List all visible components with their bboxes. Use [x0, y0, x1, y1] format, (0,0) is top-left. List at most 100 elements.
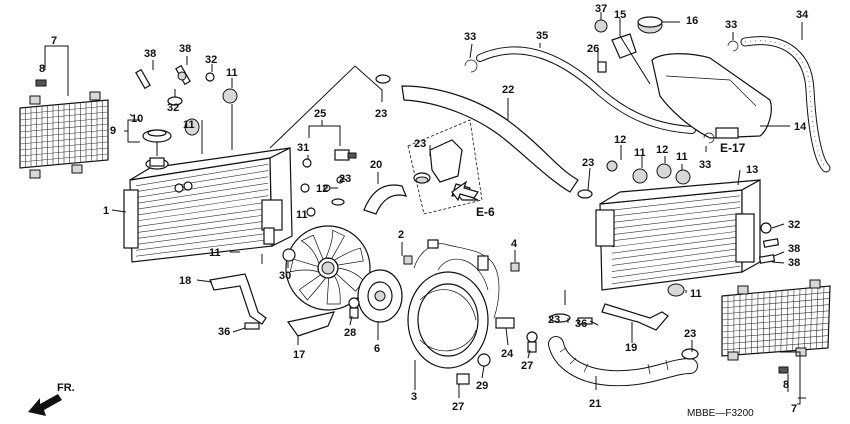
- grille-mesh-line: [19, 111, 109, 121]
- callout-32: 32: [205, 54, 217, 66]
- radiator-fin: [611, 201, 741, 217]
- fan-motor: [357, 269, 403, 323]
- callout-33: 33: [464, 31, 476, 43]
- grille-mesh-line: [721, 341, 829, 351]
- grille-mesh-line: [721, 316, 830, 327]
- callout-38: 38: [788, 257, 800, 269]
- stay-18: [209, 273, 267, 325]
- callout-6: 6: [374, 343, 380, 355]
- grille-mesh-line: [19, 147, 109, 157]
- callout-15: 15: [614, 9, 626, 21]
- radiator-fin: [135, 214, 269, 234]
- fan-blade: [333, 247, 364, 266]
- diagram-code: MBBE—F3200: [687, 408, 754, 419]
- callout-32: 32: [167, 102, 179, 114]
- callout-25: 25: [314, 108, 326, 120]
- grille-mesh-line: [721, 310, 830, 321]
- callout-27: 27: [521, 360, 533, 372]
- callout-7: 7: [791, 403, 797, 415]
- grille-mesh-line: [721, 304, 830, 315]
- radiator-fin: [135, 226, 269, 245]
- callout-23: 23: [684, 328, 696, 340]
- callout-4: 4: [511, 238, 518, 250]
- radiator-fin: [611, 242, 741, 260]
- radiator-fin: [135, 239, 269, 257]
- stay-19: [601, 303, 669, 331]
- callout-11: 11: [634, 147, 646, 159]
- right-radiator-grille: [721, 279, 831, 361]
- grille-mesh-line: [19, 153, 109, 163]
- grille-mesh-line: [19, 129, 109, 139]
- grille-mesh-line: [19, 123, 109, 133]
- ref-e6: E-6: [476, 205, 495, 219]
- grille-mesh-line: [721, 291, 830, 303]
- callout-34: 34: [796, 9, 809, 21]
- callout-7: 7: [51, 35, 57, 47]
- callout-32: 32: [788, 219, 800, 231]
- grille-mesh-line: [721, 298, 830, 309]
- fan-blade: [300, 234, 324, 265]
- radiator-fin: [611, 195, 741, 211]
- radiator-fin: [611, 218, 741, 236]
- callout-23: 23: [548, 314, 560, 326]
- callout-37: 37: [595, 3, 607, 15]
- callout-14: 14: [794, 121, 807, 133]
- radiator-fin: [611, 213, 741, 229]
- hose-clamps: [375, 74, 699, 360]
- ref-e17: E-17: [720, 141, 746, 155]
- grille-mesh-line: [19, 105, 109, 115]
- radiator-fin: [135, 176, 269, 198]
- grille-clip-left: [35, 79, 47, 87]
- callout-31: 31: [297, 142, 309, 154]
- callout-8: 8: [783, 379, 789, 391]
- grille-clip-right: [778, 366, 789, 374]
- callout-8: 8: [39, 63, 45, 75]
- grille-mesh-line: [721, 322, 829, 333]
- callout-36: 36: [575, 318, 587, 330]
- radiator-fin: [611, 259, 741, 279]
- e6-arrow: [451, 180, 479, 202]
- callout-30: 30: [279, 270, 291, 282]
- callout-1: 1: [103, 205, 109, 217]
- callout-12: 12: [656, 144, 668, 156]
- callout-23: 23: [414, 138, 426, 150]
- callout-16: 16: [686, 15, 698, 27]
- radiator-fin: [135, 207, 269, 228]
- fan-blade: [298, 274, 327, 301]
- callout-23: 23: [582, 157, 594, 169]
- callout-11-right: 11: [690, 288, 702, 300]
- radiator-fin: [135, 163, 269, 187]
- left-radiator-grille: [19, 91, 109, 179]
- radiator-fin: [611, 236, 741, 254]
- radiator-fin: [135, 201, 269, 222]
- thermostat-housing: [407, 119, 483, 215]
- callout-26: 26: [587, 43, 599, 55]
- callout-38: 38: [788, 243, 800, 255]
- clips-33: [464, 40, 739, 144]
- front-arrow-icon: [28, 394, 62, 416]
- callout-12: 12: [614, 134, 626, 146]
- right-radiator-grommets: [606, 160, 780, 297]
- callout-38: 38: [179, 43, 191, 55]
- radiator-fin: [611, 230, 741, 248]
- radiator-fin: [135, 233, 269, 251]
- hose-20: [363, 184, 408, 215]
- callout-19: 19: [625, 342, 637, 354]
- callout-13: 13: [746, 164, 758, 176]
- callout-17: 17: [293, 349, 305, 361]
- callout-11: 11: [296, 209, 308, 221]
- radiator-fin: [611, 224, 741, 242]
- reserve-tank: [594, 16, 772, 139]
- callout-22: 22: [502, 84, 514, 96]
- callout-36: 36: [218, 326, 230, 338]
- callout-12: 12: [316, 183, 328, 195]
- callout-28: 28: [344, 327, 356, 339]
- radiator-fin: [611, 248, 741, 266]
- callout-33: 33: [725, 19, 737, 31]
- fan-blade: [335, 267, 365, 292]
- radiator-fin: [135, 170, 269, 193]
- right-radiator: [595, 178, 761, 291]
- grille-mesh-line: [721, 329, 829, 339]
- callout-9: 9: [110, 125, 116, 137]
- callout-24: 24: [501, 348, 514, 360]
